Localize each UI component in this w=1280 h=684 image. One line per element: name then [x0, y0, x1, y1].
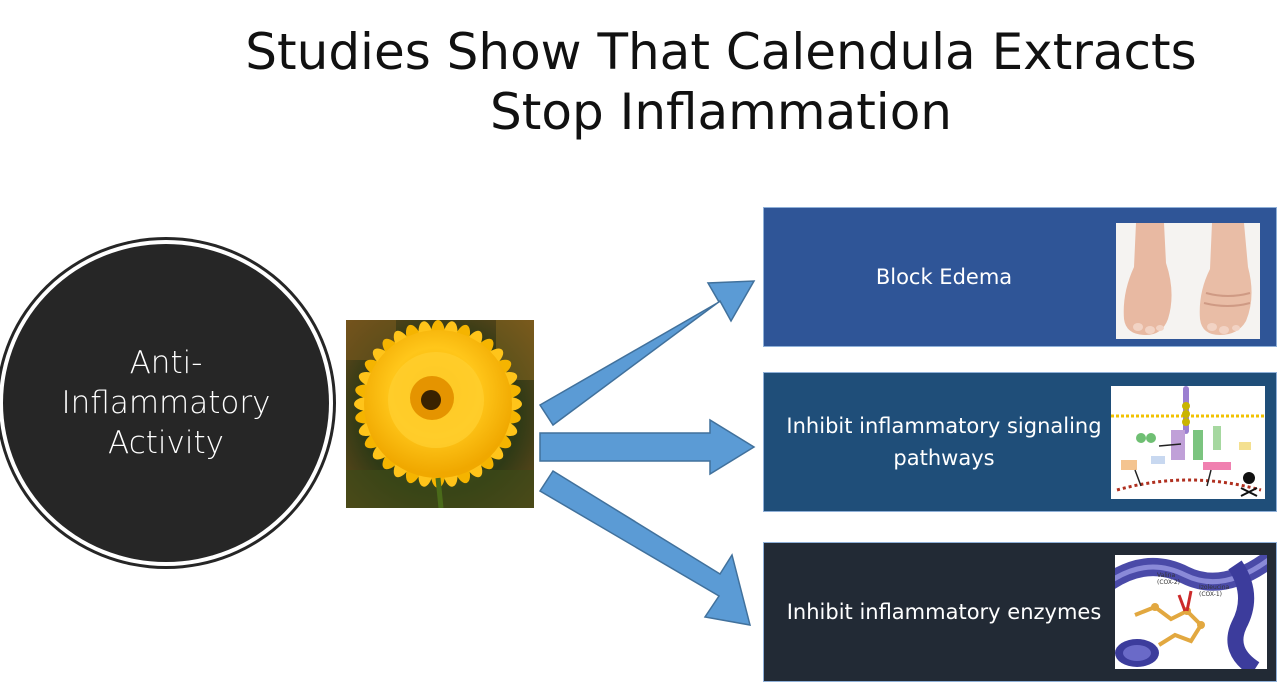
effect-box-signaling-pathways: Inhibit inflammatory signaling pathways — [763, 372, 1277, 512]
swollen-feet-image — [1116, 223, 1260, 339]
enzyme-label-izoleucina: Izoleucina — [1199, 584, 1230, 591]
effect-box-inflammatory-enzymes: Inhibit inflammatory enzymes Valina (COX… — [763, 542, 1277, 682]
enzyme-label-cox2: (COX-2) — [1157, 579, 1180, 586]
effect-box-block-edema: Block Edema — [763, 207, 1277, 347]
calendula-flower-image — [346, 320, 534, 508]
enzyme-label-valina: Valina — [1157, 572, 1175, 579]
effect-label: Inhibit inflammatory enzymes — [786, 600, 1102, 624]
enzyme-label-cox1: (COX-1) — [1199, 591, 1222, 598]
circle-label: Anti-Inflammatory Activity — [61, 345, 271, 461]
signaling-pathway-image — [1111, 386, 1265, 499]
arrow-down — [538, 469, 752, 626]
enzyme-structure-image: Valina (COX-2) Izoleucina (COX-1) — [1115, 555, 1267, 669]
arrow-up — [538, 280, 756, 427]
effect-label: Inhibit inflammatory signaling pathways — [786, 414, 1102, 470]
anti-inflammatory-circle: Anti-Inflammatory Activity — [3, 244, 329, 562]
effect-label: Block Edema — [875, 265, 1013, 289]
slide-title: Studies Show That Calendula Extracts Sto… — [245, 23, 1197, 141]
arrow-straight — [539, 418, 756, 476]
